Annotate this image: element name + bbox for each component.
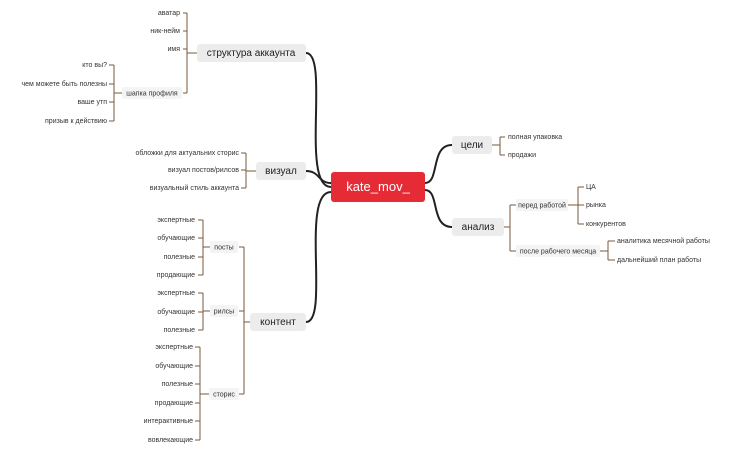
sub-node-posty-label: посты: [214, 245, 233, 252]
leaf-struktura-2[interactable]: имя: [167, 46, 180, 53]
branch-vizual[interactable]: визуал: [256, 162, 306, 180]
sub-node-rilsy[interactable]: рилсы: [210, 305, 238, 317]
edge-root-vizual: [305, 170, 332, 184]
leaf-vizual-0[interactable]: обложки для актуальних сторис: [136, 149, 240, 157]
branch-struktura[interactable]: структура аккаунта: [197, 44, 306, 62]
sub-node-posty-box: [210, 241, 238, 253]
branch-analiz-box: [452, 218, 504, 236]
sub-node-storis-box: [209, 388, 239, 400]
sub-node-storis[interactable]: сторис: [209, 388, 239, 400]
leaf-shapka-2[interactable]: ваше утп: [78, 99, 108, 106]
leaf-storis-1[interactable]: обучающие: [155, 362, 193, 370]
root-node[interactable]: kate_mov_: [331, 172, 425, 202]
leaf-posty-2[interactable]: полезные: [164, 254, 195, 261]
sub-node-after-box: [516, 245, 600, 257]
sub-node-after-label: после рабочего месяца: [520, 248, 596, 256]
leaf-before-1[interactable]: рынка: [586, 202, 606, 209]
leaf-struktura-0[interactable]: аватар: [158, 10, 180, 17]
leaf-struktura-1[interactable]: ник-нейм: [150, 27, 180, 35]
branch-struktura-label: структура аккаунта: [207, 48, 296, 59]
leaf-shapka-1[interactable]: чем можете быть полезны: [21, 80, 107, 88]
leaf-celi-1[interactable]: продажи: [508, 152, 536, 159]
sub-node-after[interactable]: после рабочего месяца: [516, 245, 600, 257]
root-node-box: [331, 172, 425, 202]
leaf-before-2[interactable]: конкурентов: [586, 221, 626, 228]
leaf-rilsy-0[interactable]: экспертные: [157, 290, 195, 297]
branch-kontent-label: контент: [260, 317, 296, 328]
leaf-posty-1[interactable]: обучающие: [157, 234, 195, 242]
sub-node-before-box: [516, 199, 568, 211]
branch-kontent-box: [250, 313, 306, 331]
leaf-vizual-2[interactable]: визуальный стиль аккаунта: [150, 184, 239, 192]
sub-node-posty[interactable]: посты: [210, 241, 238, 253]
leaf-posty-0[interactable]: экспертные: [157, 217, 195, 224]
branch-kontent[interactable]: контент: [250, 313, 306, 331]
sub-node-shapka[interactable]: шапка профиля: [122, 87, 182, 99]
leaf-posty-3[interactable]: продающие: [157, 272, 195, 279]
branch-celi[interactable]: цели: [452, 136, 492, 154]
branch-vizual-box: [256, 162, 306, 180]
sub-node-rilsy-box: [210, 305, 238, 317]
leaf-storis-5[interactable]: вовлекающие: [148, 437, 193, 444]
edge-root-struktura: [305, 52, 332, 188]
leaf-rilsy-2[interactable]: полезные: [164, 327, 195, 334]
leaf-storis-3[interactable]: продающие: [155, 400, 193, 407]
leaf-before-0[interactable]: ЦА: [586, 184, 596, 191]
branch-analiz-label: анализ: [462, 222, 495, 233]
branch-analiz[interactable]: анализ: [452, 218, 504, 236]
root-node-label: kate_mov_: [346, 179, 410, 194]
leaf-after-0[interactable]: аналитика месячной работы: [617, 237, 710, 245]
branch-vizual-label: визуал: [265, 166, 297, 177]
leaf-celi-0[interactable]: полная упаковка: [508, 134, 562, 141]
leaf-storis-4[interactable]: интерактивные: [144, 418, 193, 425]
branch-struktura-box: [197, 44, 306, 62]
sub-node-before-label: перед работой: [518, 202, 566, 210]
leaf-after-1[interactable]: дальнейший план работы: [617, 256, 701, 264]
edge-root-kontent: [305, 191, 332, 323]
leaf-rilsy-1[interactable]: обучающие: [157, 308, 195, 316]
leaf-storis-0[interactable]: экспертные: [155, 344, 193, 351]
edge-root-celi: [424, 144, 453, 184]
branch-celi-label: цели: [461, 140, 483, 151]
leaf-vizual-1[interactable]: визуал постов/рилсов: [168, 167, 239, 174]
leaf-shapka-0[interactable]: кто вы?: [82, 62, 107, 69]
edge-root-analiz: [424, 189, 453, 228]
leaf-shapka-3[interactable]: призыв к действию: [45, 117, 107, 125]
leaf-storis-2[interactable]: полезные: [162, 381, 193, 388]
branch-celi-box: [452, 136, 492, 154]
sub-node-shapka-box: [122, 87, 182, 99]
connectors: [109, 12, 615, 441]
sub-node-shapka-label: шапка профиля: [126, 91, 178, 98]
sub-node-storis-label: сторис: [213, 392, 235, 399]
sub-node-before[interactable]: перед работой: [516, 199, 568, 211]
sub-node-rilsy-label: рилсы: [214, 309, 234, 316]
